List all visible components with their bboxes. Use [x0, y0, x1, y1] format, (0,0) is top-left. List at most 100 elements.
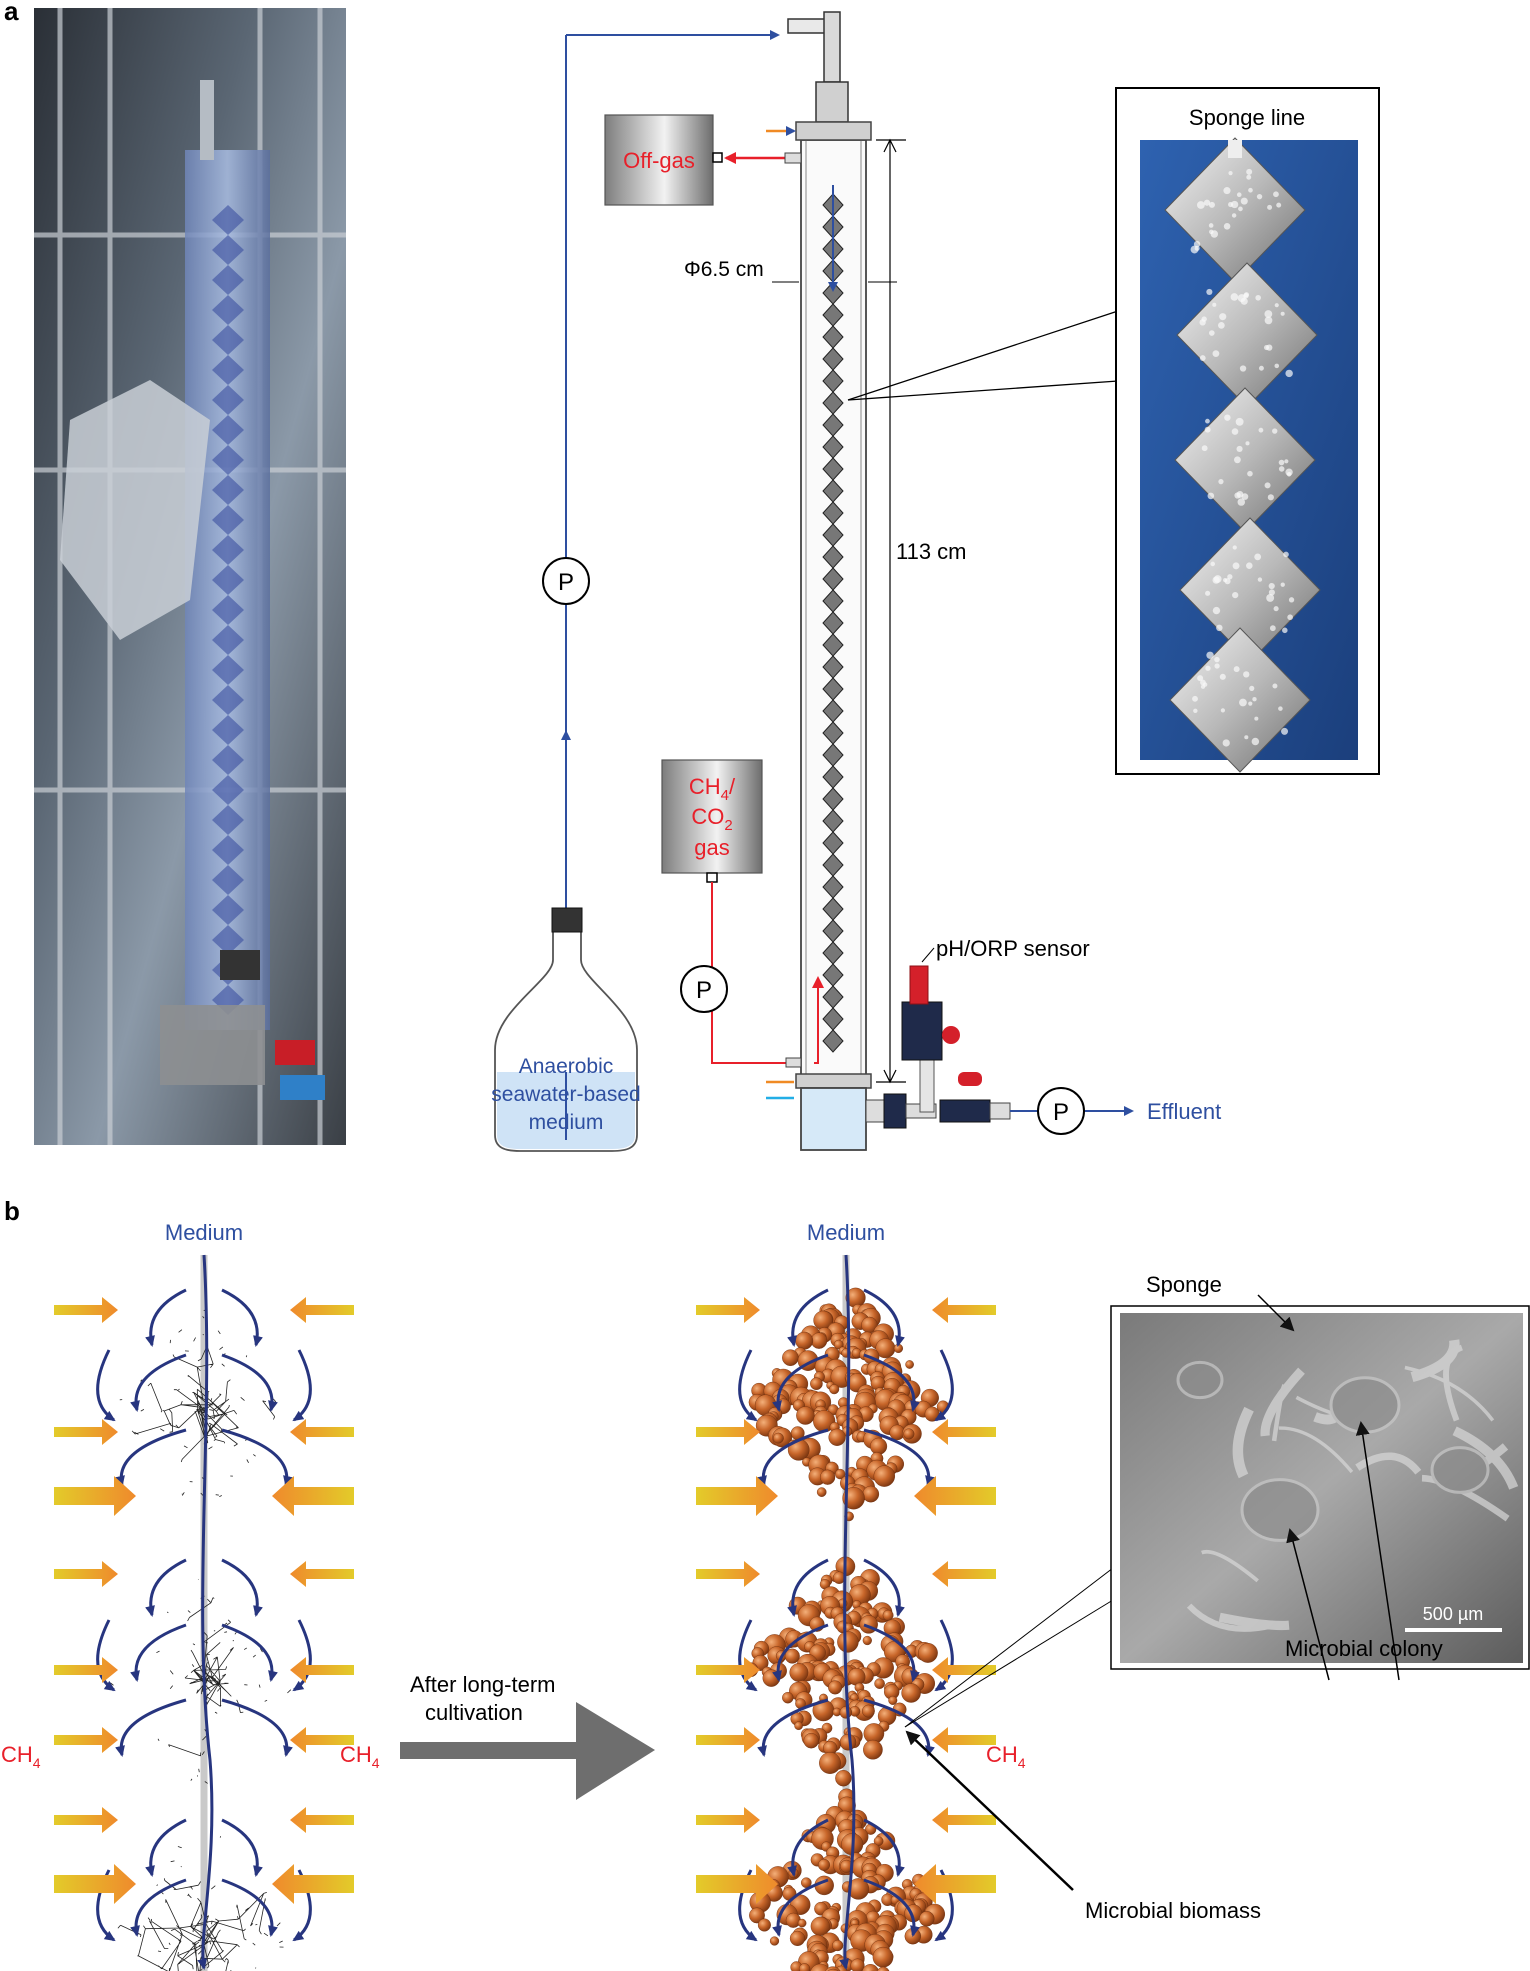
cube-pore — [1213, 575, 1222, 583]
photo-sponge-diamond — [212, 565, 244, 595]
biomass-ball — [789, 1663, 809, 1682]
flow-arrow — [772, 1353, 829, 1412]
cube-pore — [1249, 685, 1255, 691]
outer-flow-arrow — [934, 1349, 954, 1422]
cube-pore — [1192, 695, 1198, 702]
flow-arrow — [221, 1818, 263, 1877]
gas-arrow-in-left — [696, 1476, 778, 1516]
cube-pore — [1278, 459, 1285, 466]
biomass-ball — [839, 1733, 857, 1751]
biomass-ball — [919, 1911, 935, 1927]
gas-arrow-in-left — [696, 1297, 760, 1323]
cube-pore — [1214, 656, 1220, 663]
cube-pore — [1208, 201, 1215, 208]
cube-pore — [1197, 675, 1204, 682]
cube-pore — [1234, 456, 1241, 464]
sem-strand — [1260, 1367, 1305, 1437]
cube-pore — [1282, 627, 1288, 634]
cube-pore — [1243, 671, 1250, 678]
flow-arrow — [145, 1558, 187, 1617]
cube-pore — [1232, 545, 1237, 550]
biomass-ball — [873, 1465, 895, 1487]
gas-arrow-in-left — [696, 1561, 760, 1587]
cube-pore — [1246, 562, 1253, 569]
cultivation-line2: cultivation — [425, 1700, 523, 1725]
sponge-mesh — [119, 1309, 277, 1497]
photo-sponge-diamond — [212, 415, 244, 445]
inset-hanger — [1228, 140, 1242, 158]
cube-pore — [1268, 582, 1275, 590]
flow-arrow — [221, 1698, 293, 1757]
cube-pore — [1210, 561, 1216, 567]
after-biomass-balls — [743, 1287, 950, 1971]
sem-strand — [1410, 1339, 1460, 1383]
cube-pore — [1257, 577, 1263, 582]
photo-sponge-diamond — [212, 805, 244, 835]
cube-pore — [1274, 303, 1279, 308]
gas-arrow-in-right — [272, 1476, 354, 1516]
gas-arrow-in-right — [932, 1807, 996, 1833]
cube-pore — [1248, 701, 1253, 706]
flow-arrow — [863, 1818, 905, 1877]
cube-pore — [1233, 666, 1240, 673]
cube-pore — [1287, 614, 1293, 621]
cube-pore — [1258, 427, 1264, 433]
photo-sponge-diamond — [212, 505, 244, 535]
cube-pore — [1196, 201, 1205, 209]
biomass-ball — [828, 1428, 846, 1446]
biomass-ball — [877, 1966, 890, 1971]
cube-pore — [1273, 606, 1279, 612]
main-flow-arrow — [839, 1254, 856, 1970]
gas-arrow-in-right — [932, 1297, 996, 1323]
flow-arrow — [130, 1353, 187, 1412]
flow-arrow — [221, 1623, 278, 1682]
gas-arrow-in-right — [290, 1727, 354, 1753]
cube-pore — [1206, 651, 1214, 659]
biomass-ball — [872, 1946, 894, 1968]
gas-arrow-in-right — [932, 1561, 996, 1587]
cube-pore — [1251, 737, 1260, 746]
biomass-ball — [757, 1918, 771, 1932]
biomass-ball — [810, 1963, 831, 1971]
cube-pore — [1222, 739, 1230, 747]
gas-arrow-in-left — [696, 1419, 760, 1445]
biomass-ball — [785, 1912, 801, 1928]
cube-pore — [1199, 319, 1206, 326]
gas-arrow-in-right — [914, 1864, 996, 1904]
flow-arrow — [863, 1288, 905, 1347]
biomass-ball — [862, 1964, 879, 1971]
sensor-leader — [921, 947, 935, 963]
cube-pore — [1202, 682, 1208, 687]
sponge-mesh — [110, 1578, 292, 1784]
cube-pore — [1219, 313, 1227, 321]
cube-pore — [1269, 625, 1276, 632]
flow-arrow — [787, 1818, 829, 1877]
biomass-ball — [799, 1963, 811, 1971]
reactor-photo — [34, 8, 346, 1145]
gas-arrow-in-left — [696, 1727, 760, 1753]
photo-sponge-diamond — [212, 265, 244, 295]
gas-arrow-in-right — [290, 1561, 354, 1587]
sem-strand — [1278, 1426, 1354, 1474]
photo-sponge-diamond — [212, 235, 244, 265]
photo-sponge-diamond — [212, 775, 244, 805]
biomass-ball — [784, 1648, 800, 1664]
cube-pore — [1243, 293, 1249, 299]
cube-pore — [1274, 363, 1280, 369]
cube-pore — [1231, 428, 1239, 435]
photo-sponge-diamond — [212, 385, 244, 415]
flow-arrow — [221, 1288, 263, 1347]
gas-arrow-in-right — [290, 1419, 354, 1445]
cube-pore — [1230, 200, 1239, 209]
flow-arrow — [787, 1288, 829, 1347]
biomass-ball — [818, 1858, 831, 1871]
medium-pump-label: P — [558, 569, 574, 596]
biomass-ball — [862, 1635, 872, 1646]
photo-sponge-diamond — [212, 355, 244, 385]
gas-arrow-in-left — [54, 1807, 118, 1833]
gas-arrow-in-right — [290, 1297, 354, 1323]
cube-pore — [1278, 706, 1283, 711]
cube-pore — [1239, 698, 1247, 707]
biomass-ball — [888, 1695, 898, 1705]
gas-box-line2: CO2 — [691, 804, 732, 834]
